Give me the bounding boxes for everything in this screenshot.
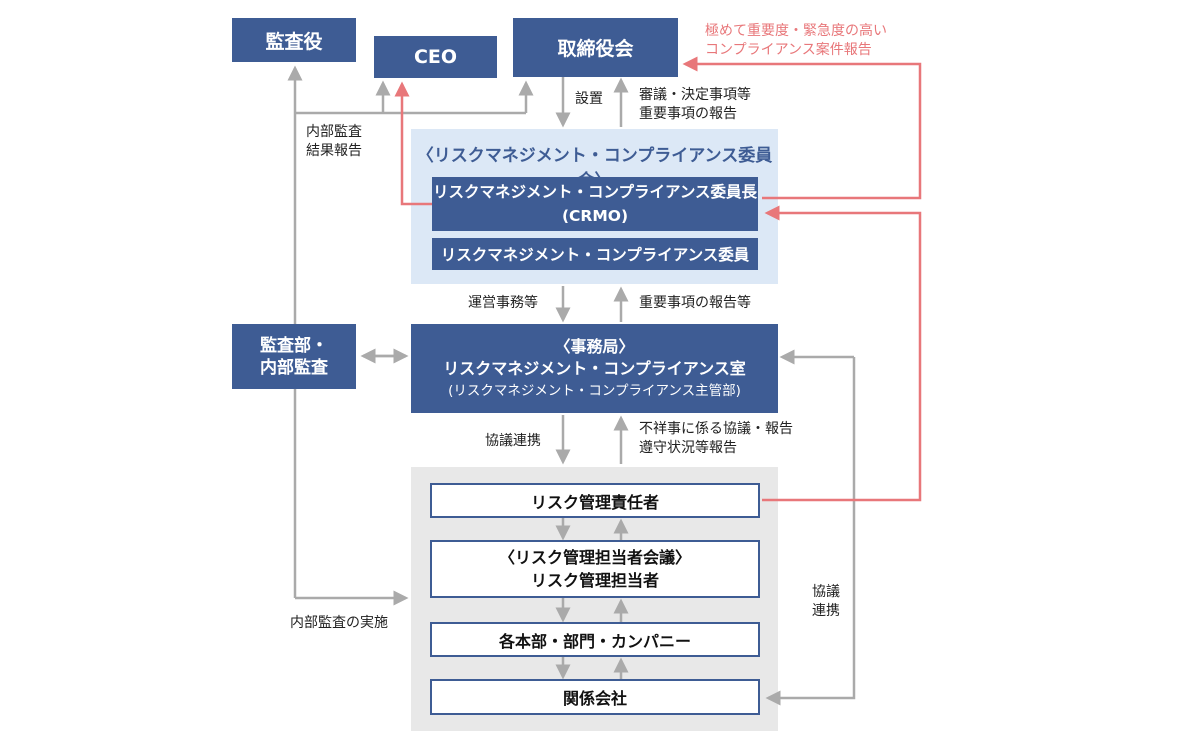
risk-manager-box: リスク管理責任者 bbox=[430, 483, 760, 518]
label-internal-audit-report: 内部監査 結果報告 bbox=[306, 124, 362, 159]
departments-box: 各本部・部門・カンパニー bbox=[430, 622, 760, 657]
secretariat-box: 〈事務局〉 リスクマネジメント・コンプライアンス室 (リスクマネジメント・コンプ… bbox=[411, 324, 778, 413]
chair-to-board-red-arrow bbox=[682, 56, 922, 200]
label-fushoji: 不祥事に係る協議・報告 遵守状況等報告 bbox=[639, 421, 793, 456]
chair-to-ceo-red-arrow bbox=[394, 81, 432, 206]
committee-member-box: リスクマネジメント・コンプライアンス委員 bbox=[432, 238, 758, 270]
label-setchi: 設置 bbox=[575, 91, 603, 107]
label-right-kyogi: 協議 連携 bbox=[812, 584, 840, 619]
label-juyo-report: 重要事項の報告等 bbox=[639, 295, 751, 311]
auditor-box: 監査役 bbox=[232, 18, 356, 62]
risk-meeting-box: 〈リスク管理担当者会議〉 リスク管理担当者 bbox=[430, 540, 760, 598]
audit-dept-box: 監査部・ 内部監査 bbox=[232, 324, 356, 389]
label-kyogi-renkei: 協議連携 bbox=[485, 433, 541, 449]
label-unei: 運営事務等 bbox=[468, 295, 538, 311]
committee-chair-box: リスクマネジメント・コンプライアンス委員長 (CRMO) bbox=[432, 177, 758, 231]
label-internal-audit-impl: 内部監査の実施 bbox=[290, 615, 388, 631]
manager-to-chair-red-arrow bbox=[762, 205, 922, 502]
board-box: 取締役会 bbox=[513, 18, 678, 77]
red-note: 極めて重要度・緊急度の高い コンプライアンス案件報告 bbox=[705, 23, 887, 58]
ceo-box: CEO bbox=[374, 36, 497, 78]
affiliates-box: 関係会社 bbox=[430, 679, 760, 715]
label-shingi: 審議・決定事項等 重要事項の報告 bbox=[639, 87, 751, 122]
